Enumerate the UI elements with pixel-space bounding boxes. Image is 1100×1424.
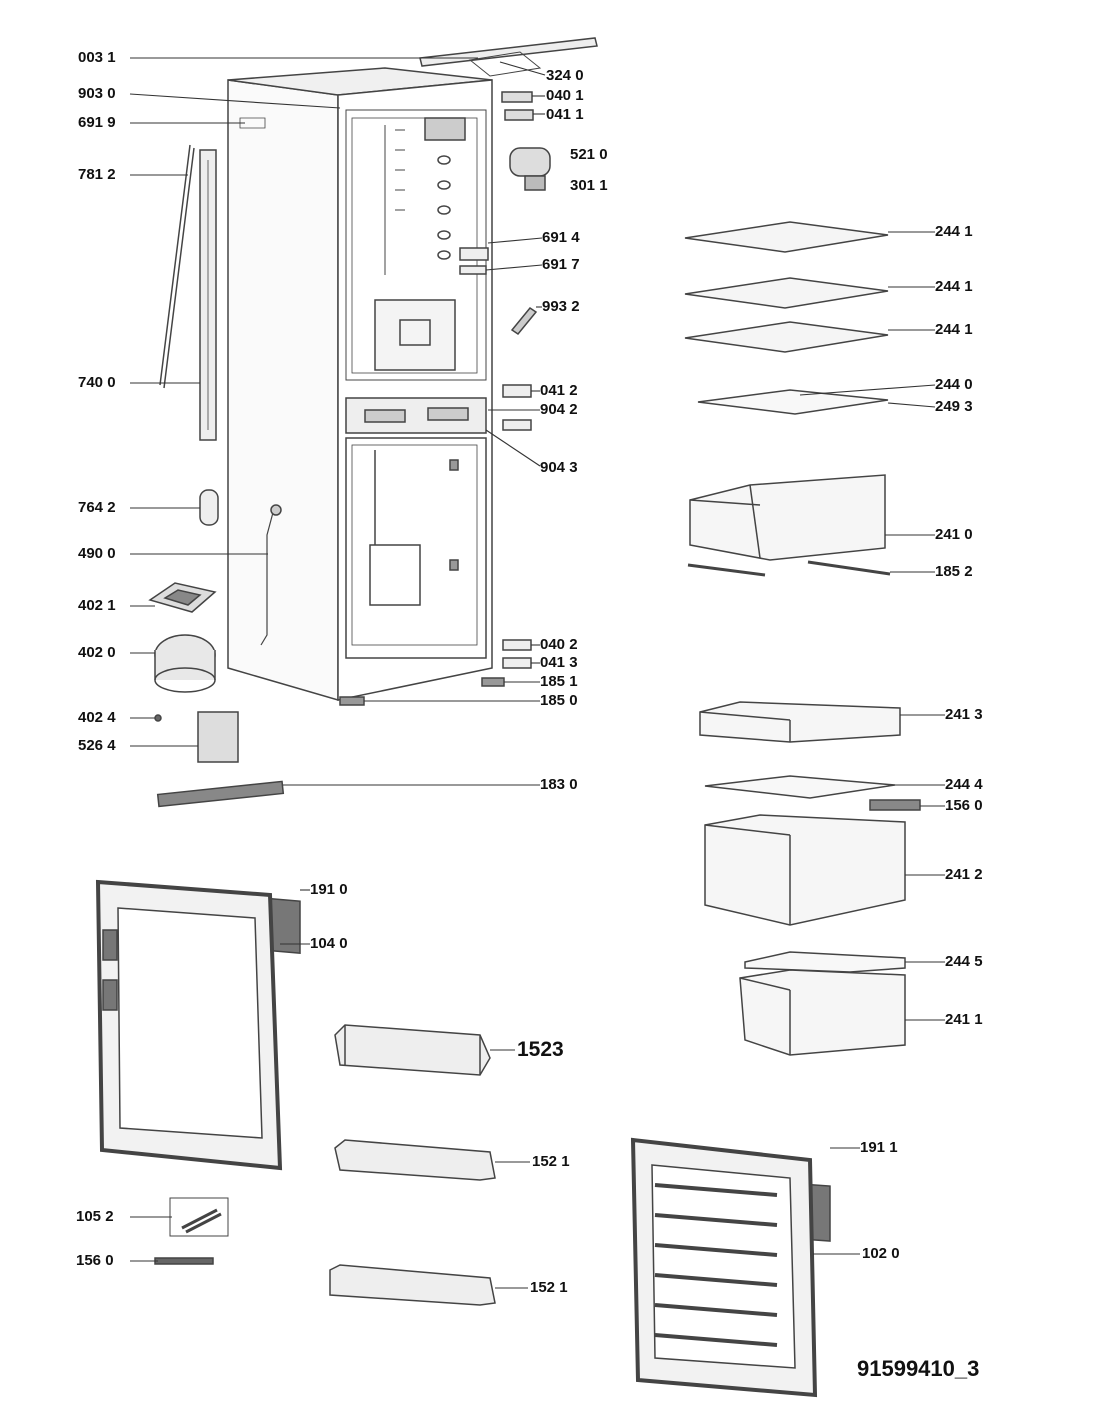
callout-740-0: 740 0 [78, 374, 116, 391]
callout-152-1-b: 152 1 [530, 1279, 568, 1296]
callout-040-2: 040 2 [540, 636, 578, 653]
door-shelf-152-1-lower [329, 1264, 496, 1306]
freezer-door [630, 1137, 831, 1398]
fridge-door [95, 879, 301, 1171]
door-shelf-152-1-upper [334, 1139, 496, 1181]
callout-244-4: 244 4 [945, 776, 983, 793]
callout-402-0: 402 0 [78, 644, 116, 661]
door-shelf-1523 [334, 1024, 491, 1076]
callout-244-1-b: 244 1 [935, 278, 973, 295]
callout-156-0-a: 156 0 [945, 797, 983, 814]
callout-904-3: 904 3 [540, 459, 578, 476]
callout-105-2: 105 2 [76, 1208, 114, 1225]
callout-241-2: 241 2 [945, 866, 983, 883]
callout-402-4: 402 4 [78, 709, 116, 726]
callout-244-1-c: 244 1 [935, 321, 973, 338]
callout-040-1: 040 1 [546, 87, 584, 104]
callout-041-2: 041 2 [540, 382, 578, 399]
callout-691-4: 691 4 [542, 229, 580, 246]
callout-993-2: 993 2 [542, 298, 580, 315]
callout-152-1-a: 152 1 [532, 1153, 570, 1170]
callout-156-0-b: 156 0 [76, 1252, 114, 1269]
callout-041-3: 041 3 [540, 654, 578, 671]
callout-324-0: 324 0 [546, 67, 584, 84]
callout-241-0: 241 0 [935, 526, 973, 543]
callout-003-1: 003 1 [78, 49, 116, 66]
callout-764-2: 764 2 [78, 499, 116, 516]
callout-249-3: 249 3 [935, 398, 973, 415]
glass-shelves [684, 221, 889, 415]
leader-lines [129, 57, 945, 1289]
callout-244-0: 244 0 [935, 376, 973, 393]
callout-526-4: 526 4 [78, 737, 116, 754]
callout-691-9: 691 9 [78, 114, 116, 131]
document-id: 91599410_3 [857, 1356, 980, 1381]
callout-490-0: 490 0 [78, 545, 116, 562]
drawer-241-0 [687, 474, 891, 577]
callout-241-3: 241 3 [945, 706, 983, 723]
drawer-241-2 [704, 814, 906, 926]
callout-691-7: 691 7 [542, 256, 580, 273]
cover-244-4 [704, 775, 921, 811]
callout-244-5: 244 5 [945, 953, 983, 970]
callout-102-0: 102 0 [862, 1245, 900, 1262]
callout-041-1: 041 1 [546, 106, 584, 123]
cabinet-body [227, 67, 493, 701]
callout-183-0: 183 0 [540, 776, 578, 793]
callout-1523: 1523 [517, 1038, 564, 1061]
callout-301-1: 301 1 [570, 177, 608, 194]
callout-191-1: 191 1 [860, 1139, 898, 1156]
condenser-tube [159, 144, 282, 646]
callout-185-1: 185 1 [540, 673, 578, 690]
drawer-241-1 [739, 951, 906, 1056]
callout-241-1: 241 1 [945, 1011, 983, 1028]
callout-903-0: 903 0 [78, 85, 116, 102]
callout-185-2: 185 2 [935, 563, 973, 580]
callout-191-0: 191 0 [310, 881, 348, 898]
compressor-parts [148, 582, 285, 808]
callout-402-1: 402 1 [78, 597, 116, 614]
callout-185-0: 185 0 [540, 692, 578, 709]
hinge-parts [154, 1197, 229, 1265]
callout-904-2: 904 2 [540, 401, 578, 418]
callout-244-1-a: 244 1 [935, 223, 973, 240]
callout-521-0: 521 0 [570, 146, 608, 163]
tray-241-3 [699, 701, 901, 743]
fan-motor [509, 147, 551, 191]
callout-781-2: 781 2 [78, 166, 116, 183]
right-small-parts [339, 247, 538, 706]
top-cover-parts [419, 37, 598, 121]
callout-104-0: 104 0 [310, 935, 348, 952]
